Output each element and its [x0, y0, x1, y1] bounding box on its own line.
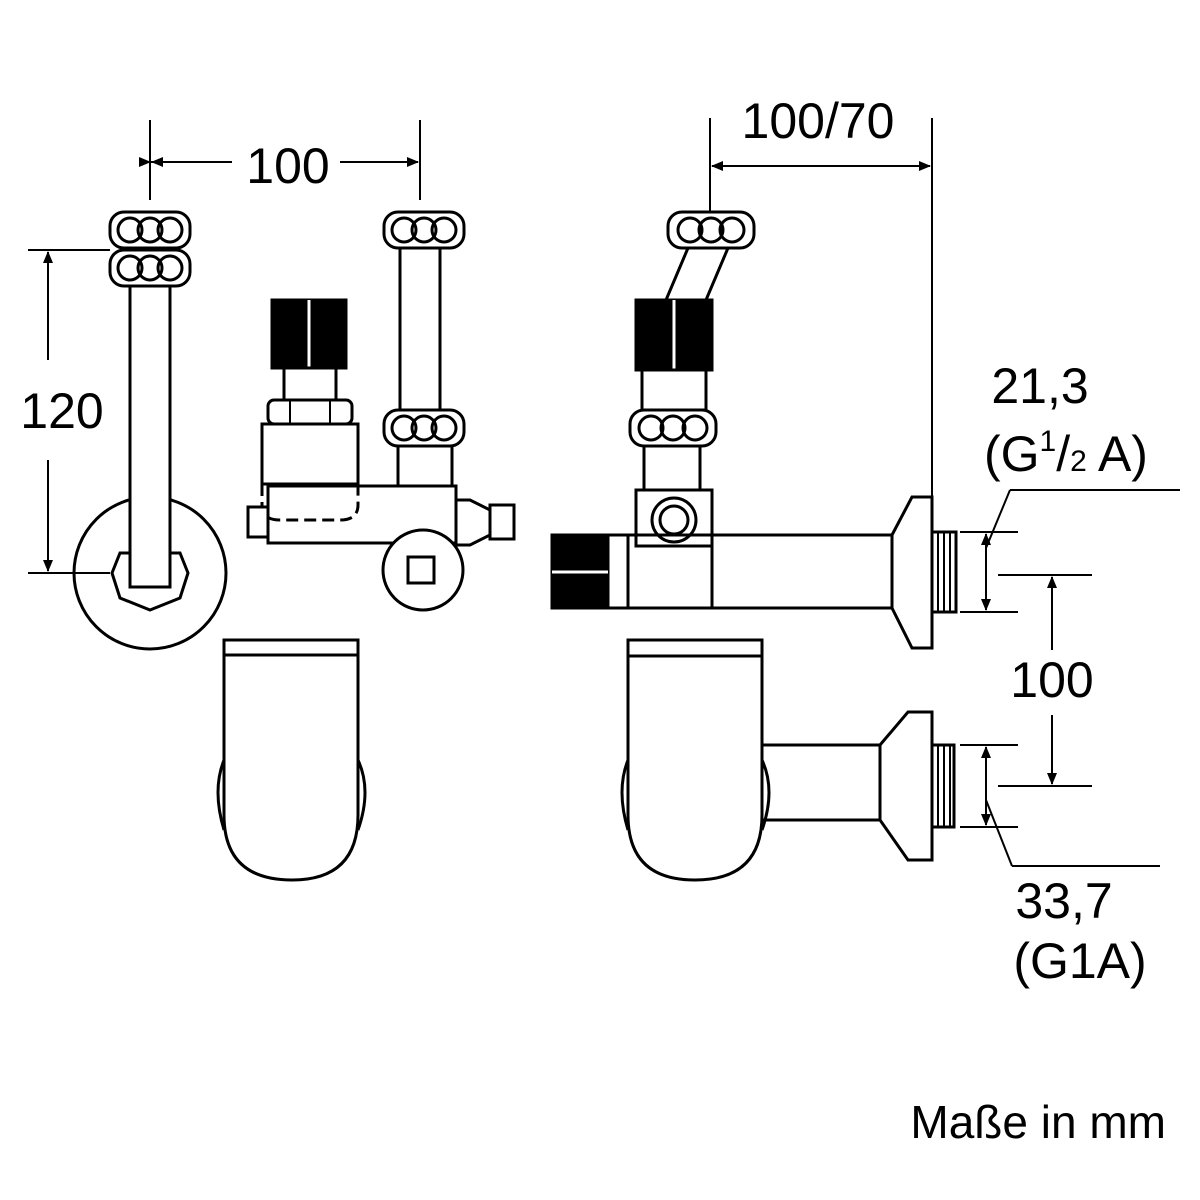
thread-small	[930, 530, 958, 614]
side-lower-flange	[878, 710, 934, 862]
left-side-view	[72, 210, 367, 882]
side-neck	[640, 368, 708, 412]
offset-pipe	[663, 246, 731, 302]
units-note: Maße in mm	[910, 1096, 1166, 1148]
side-pipe-base	[642, 444, 702, 492]
dim-left-width: 100	[246, 138, 329, 194]
dim-thread-small-dia: 21,3	[991, 358, 1088, 414]
right-stub	[488, 503, 516, 541]
side-lower-body	[626, 656, 764, 882]
knurled-nut-lower	[108, 248, 192, 288]
dim-thread-large-dia: 33,7	[1015, 873, 1112, 929]
valve-hex-nut	[266, 398, 354, 426]
dim-thread-small-spec: (G1/2 A)	[984, 425, 1148, 482]
right-vertical-pipe	[398, 246, 442, 415]
side-flange	[890, 495, 934, 650]
vertical-pipe	[128, 280, 172, 589]
side-knurled-nut	[666, 210, 756, 250]
dim-left-height: 120	[20, 383, 103, 439]
tee-body	[634, 488, 714, 548]
valve-body-upper	[260, 422, 360, 486]
right-knurled-nut-mid	[382, 408, 466, 448]
right-knurled-nut-top	[382, 210, 466, 250]
dim-right-depth: 100/70	[742, 93, 895, 149]
valve-neck	[282, 366, 338, 402]
dim-pipe-spacing: 100	[1010, 652, 1093, 708]
dim-thread-large-spec: (G1A)	[1013, 933, 1146, 989]
side-lower-pipe	[762, 743, 882, 822]
side-knurled-nut-mid	[628, 408, 718, 448]
side-lower-cap	[626, 638, 764, 658]
thread-large	[930, 743, 956, 829]
right-pipe-base	[396, 444, 454, 488]
lower-body-cap	[222, 638, 360, 657]
round-handle	[381, 528, 465, 612]
knurled-nut-upper	[108, 210, 192, 250]
right-fitting	[456, 498, 492, 547]
center-front-view	[246, 210, 516, 612]
handle-square	[406, 555, 436, 585]
dimension-lines	[28, 118, 1180, 867]
lower-body	[222, 655, 360, 882]
right-side-view	[550, 210, 958, 882]
left-stub	[246, 505, 270, 539]
